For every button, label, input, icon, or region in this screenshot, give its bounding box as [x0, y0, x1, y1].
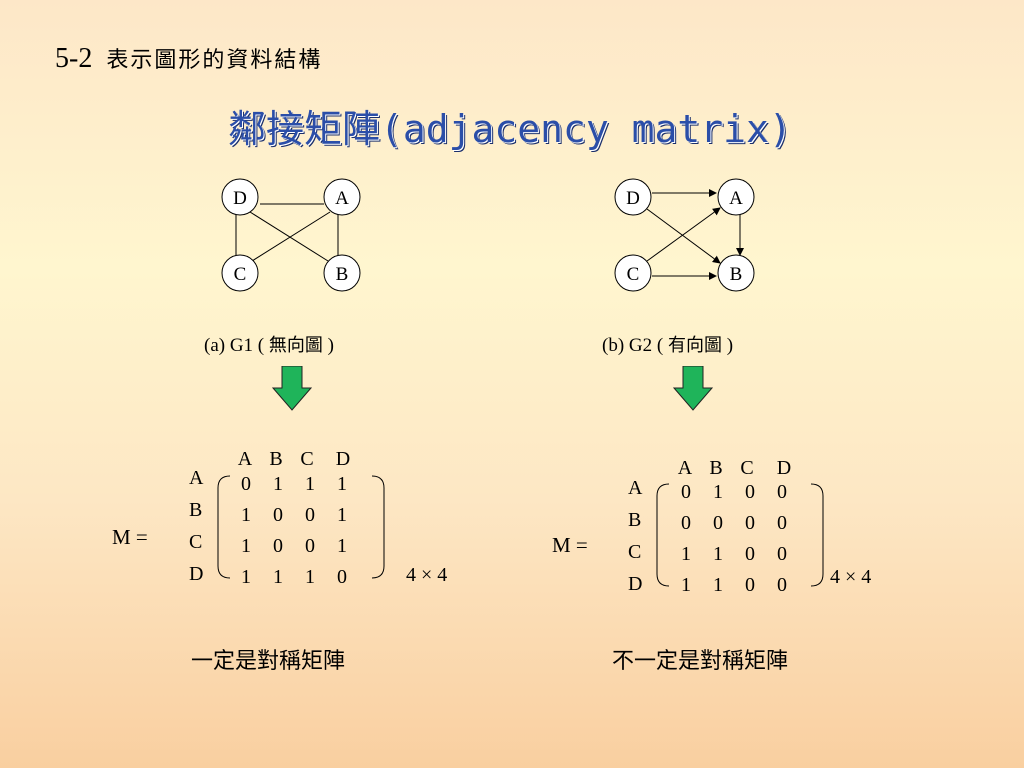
slide-heading: 5-2 表示圖形的資料結構 [55, 42, 322, 75]
matrix-g2-label: M = [552, 533, 588, 557]
matrix-g1-label: M = [112, 525, 148, 549]
node-c-label: C [234, 264, 247, 285]
matrix-cell: 1 [241, 566, 251, 588]
matrix-cell: 0 [305, 535, 315, 557]
matrix-cell: 0 [777, 543, 787, 565]
node-b-label: B [336, 264, 349, 285]
matrix-cell: 0 [745, 574, 755, 596]
node-a-label: A [335, 188, 349, 209]
node-d-label: D [626, 188, 640, 209]
matrix-cell: 0 [681, 481, 691, 503]
caption-g2-suffix: ) [726, 335, 734, 356]
matrix-g1-values: 0 1 1 1 1 0 0 1 1 0 0 1 1 1 1 0 [230, 469, 358, 593]
matrix-cell: 1 [681, 574, 691, 596]
matrix-cell: 1 [305, 473, 315, 495]
node-a [717, 178, 755, 216]
matrix-g1-row-labels: A B C D [189, 462, 203, 590]
matrix-cell: 0 [273, 535, 283, 557]
caption-g2-prefix: (b) G2 ( [602, 335, 664, 356]
node-b [323, 254, 361, 292]
matrix-cell: 1 [241, 504, 251, 526]
caption-g1-suffix: ) [327, 335, 334, 356]
matrix-g2-row-labels: A B C D [628, 472, 642, 600]
row-label-b: B [628, 509, 642, 531]
row-label-c: C [189, 531, 203, 553]
graph-g1: D A C B [221, 178, 361, 292]
node-d-label: D [233, 188, 247, 209]
matrix-cell: 0 [777, 481, 787, 503]
node-a-label: A [729, 188, 743, 209]
node-b-label: B [730, 264, 743, 285]
col-label-c: C [740, 457, 754, 479]
col-label-d: D [776, 457, 792, 479]
edge-d-b [249, 211, 329, 262]
matrix-g1-brackets [217, 475, 385, 579]
col-label-b: B [269, 448, 283, 470]
node-c [221, 254, 259, 292]
matrix-cell: 1 [681, 543, 691, 565]
matrix-cell: 1 [273, 473, 283, 495]
matrix-cell: 1 [273, 566, 283, 588]
matrix-cell: 1 [713, 543, 723, 565]
edge-c-to-a [646, 207, 721, 262]
matrix-cell: 0 [681, 512, 691, 534]
caption-g1-kind: 無向圖 [268, 335, 323, 356]
caption-g2: (b) G2 ( 有向圖 ) [602, 331, 733, 357]
matrix-cell: 1 [305, 566, 315, 588]
matrix-g1-dimension: 4 × 4 [406, 564, 448, 586]
node-d [221, 178, 259, 216]
matrix-cell: 0 [241, 473, 251, 495]
col-label-a: A [237, 448, 253, 470]
note-g1-symmetric: 一定是對稱矩陣 [191, 649, 346, 674]
row-label-b: B [189, 499, 203, 521]
matrix-g1-column-labels: A B C D [228, 448, 362, 471]
section-number: 5-2 [55, 43, 93, 74]
matrix-g2-values: 0 1 0 0 0 0 0 0 1 1 0 0 1 1 0 0 [670, 477, 798, 601]
node-d [614, 178, 652, 216]
matrix-g2-dimension: 4 × 4 [830, 566, 872, 588]
matrix-cell: 0 [273, 504, 283, 526]
matrix-cell: 0 [745, 512, 755, 534]
caption-g2-kind: 有向圖 [667, 335, 722, 356]
caption-g1: (a) G1 ( 無向圖 ) [204, 331, 334, 357]
matrix-cell: 0 [713, 512, 723, 534]
edge-d-to-b [646, 208, 721, 264]
matrix-cell: 1 [337, 504, 347, 526]
matrix-cell: 0 [745, 543, 755, 565]
down-arrow-left [272, 366, 312, 411]
matrix-g2-brackets [656, 483, 824, 587]
col-label-c: C [300, 448, 314, 470]
matrix-cell: 0 [777, 574, 787, 596]
matrix-cell: 0 [745, 481, 755, 503]
matrix-cell: 1 [713, 481, 723, 503]
matrix-cell: 0 [777, 512, 787, 534]
matrix-cell: 1 [337, 535, 347, 557]
slide-subtitle: 鄰接矩陣(adjacency matrix) [228, 107, 792, 151]
matrix-g2-column-labels: A B C D [668, 457, 804, 480]
row-label-a: A [628, 477, 643, 499]
edge-a-c [251, 211, 331, 262]
matrix-cell: 1 [713, 574, 723, 596]
row-label-d: D [628, 573, 643, 595]
col-label-a: A [677, 457, 693, 479]
row-label-c: C [628, 541, 642, 563]
matrix-cell: 1 [337, 473, 347, 495]
col-label-d: D [335, 448, 351, 470]
col-label-b: B [709, 457, 723, 479]
node-b [717, 254, 755, 292]
row-label-a: A [189, 467, 204, 489]
section-title: 表示圖形的資料結構 [106, 48, 323, 73]
matrix-cell: 1 [241, 535, 251, 557]
graph-g2: D A C B [614, 178, 755, 292]
row-label-d: D [189, 563, 204, 585]
down-arrow-right [673, 366, 713, 411]
node-a [323, 178, 361, 216]
caption-g1-prefix: (a) G1 ( [204, 335, 265, 356]
node-c [614, 254, 652, 292]
node-c-label: C [627, 264, 640, 285]
note-g2-not-symmetric: 不一定是對稱矩陣 [612, 649, 789, 674]
matrix-cell: 0 [337, 566, 347, 588]
matrix-cell: 0 [305, 504, 315, 526]
